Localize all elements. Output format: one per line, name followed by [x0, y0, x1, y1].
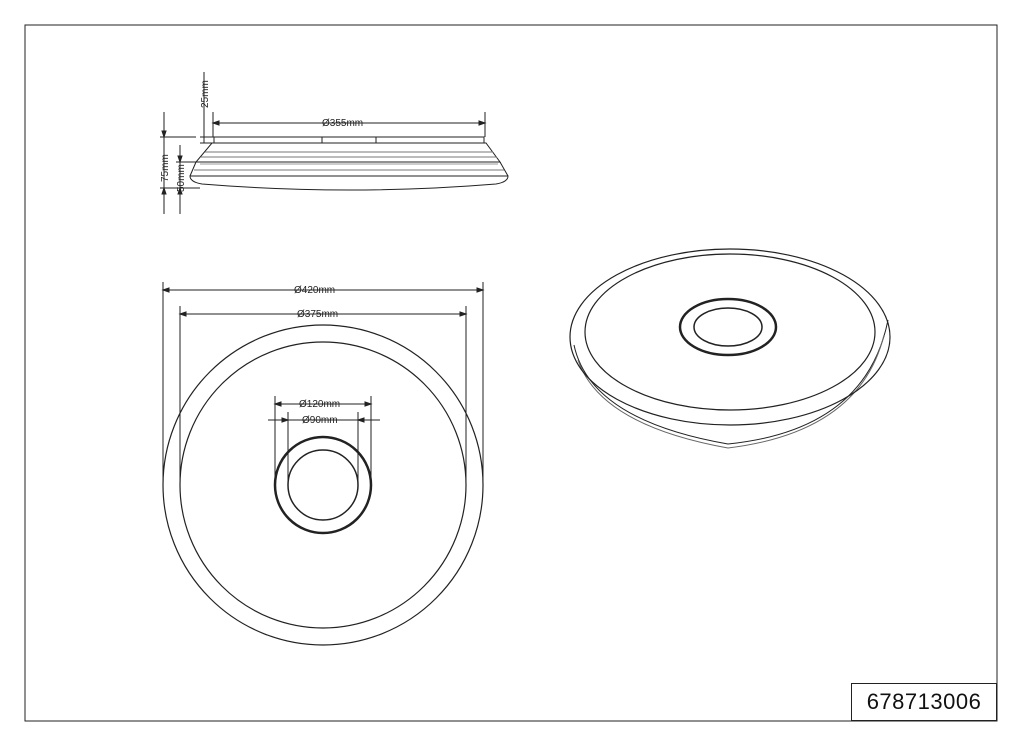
dim-label-420: Ø420mm — [294, 285, 335, 296]
drawing-frame — [24, 24, 998, 722]
side-view-mount-plate — [213, 136, 485, 144]
dim-label-375: Ø375mm — [297, 309, 338, 320]
dim-label-50: 50mm — [176, 164, 187, 192]
dim-label-75: 75mm — [160, 154, 171, 182]
top-view-ring-outer — [273, 435, 373, 535]
iso-ring-outer — [678, 297, 778, 357]
dim-label-355: Ø355mm — [322, 118, 363, 129]
top-view-ring-inner — [287, 449, 359, 521]
isometric-view — [569, 248, 891, 449]
iso-bottom-edge — [573, 319, 889, 445]
iso-ring-inner — [693, 307, 763, 347]
dim-label-90: Ø90mm — [302, 415, 338, 426]
iso-outer-rim — [569, 248, 891, 426]
dim-label-25: 25mm — [200, 80, 211, 108]
top-view-outer-rim — [162, 324, 484, 646]
part-number-box: 678713006 — [851, 683, 997, 721]
side-view — [160, 72, 509, 214]
side-view-diffuser — [189, 175, 509, 191]
top-view-inner-rim — [179, 341, 467, 629]
top-view — [161, 282, 485, 646]
part-number: 678713006 — [866, 689, 982, 714]
iso-inner-rim — [584, 253, 876, 411]
dim-label-120: Ø120mm — [299, 399, 340, 410]
